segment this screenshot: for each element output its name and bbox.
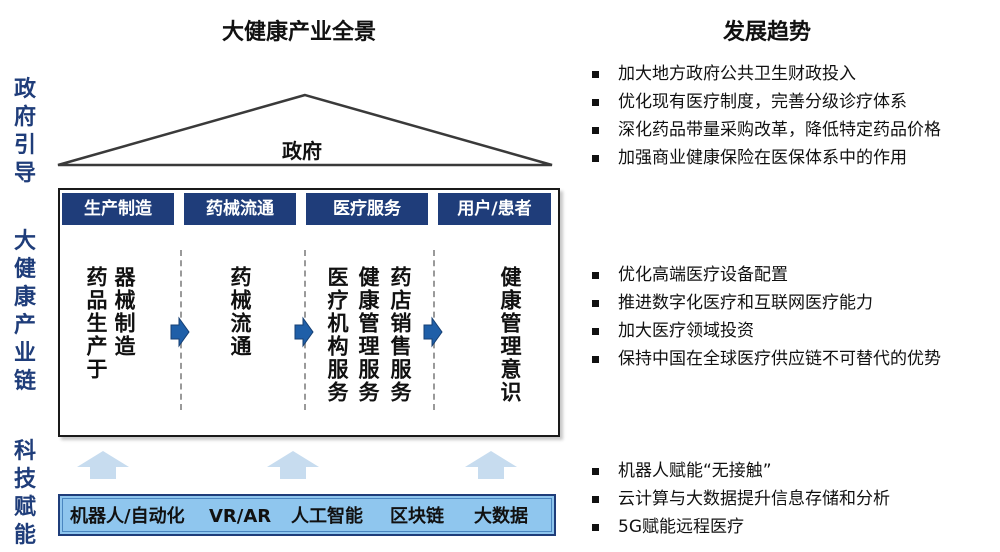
header-distribution: 药械流通 xyxy=(184,193,296,225)
column-medical-text-3: 医疗机构服务 xyxy=(325,266,349,404)
column-distribution-text: 药械流通 xyxy=(228,266,252,358)
header-user-patient: 用户/患者 xyxy=(438,193,551,225)
side-label-government-guide: 政 府 引 导 xyxy=(13,77,36,186)
list-item: 机器人赋能“无接触” xyxy=(592,457,890,485)
tech-bar xyxy=(58,494,556,536)
side-label-tech-empower: 科 技 赋 能 xyxy=(13,439,36,548)
list-item: 加大医疗领域投资 xyxy=(592,317,941,345)
list-item: 优化高端医疗设备配置 xyxy=(592,261,941,289)
trends-heading: 发展趋势 xyxy=(723,20,812,45)
up-arrow-icon xyxy=(77,451,129,479)
tech-item-big-data: 大数据 xyxy=(474,506,528,527)
column-production-text-2: 药品生产于 xyxy=(84,266,108,381)
column-production-text-1: 器械制造 xyxy=(112,266,136,358)
header-production: 生产制造 xyxy=(62,193,174,225)
roof-label: 政府 xyxy=(282,139,322,163)
list-item: 深化药品带量采购改革，降低特定药品价格 xyxy=(592,116,941,144)
tech-item-blockchain: 区块链 xyxy=(390,506,444,527)
government-roof xyxy=(57,93,553,167)
list-item: 推进数字化医疗和互联网医疗能力 xyxy=(592,289,941,317)
column-user-text: 健康管理意识 xyxy=(498,266,522,404)
tech-item-robotics: 机器人/自动化 xyxy=(70,506,185,527)
header-medical-service: 医疗服务 xyxy=(306,193,428,225)
up-arrow-icon xyxy=(267,451,319,479)
up-arrow-icon xyxy=(465,451,517,479)
chain-arrow-right-icon xyxy=(423,316,443,348)
list-item: 优化现有医疗制度，完善分级诊疗体系 xyxy=(592,88,941,116)
side-label-industry-chain: 大 健 康 产 业 链 xyxy=(13,229,36,394)
column-medical-text-1: 药店销售服务 xyxy=(388,266,412,404)
chain-arrow-right-icon xyxy=(170,316,190,348)
list-item: 加强商业健康保险在医保体系中的作用 xyxy=(592,144,941,172)
trend-list-industry: 优化高端医疗设备配置 推进数字化医疗和互联网医疗能力 加大医疗领域投资 保持中国… xyxy=(592,261,941,373)
tech-item-vr-ar: VR/AR xyxy=(209,506,272,527)
list-item: 保持中国在全球医疗供应链不可替代的优势 xyxy=(592,345,941,373)
trend-list-tech: 机器人赋能“无接触” 云计算与大数据提升信息存储和分析 5G赋能远程医疗 xyxy=(592,457,890,541)
chain-arrow-right-icon xyxy=(294,316,314,348)
list-item: 5G赋能远程医疗 xyxy=(592,513,890,541)
industry-chain-frame xyxy=(58,188,560,437)
list-item: 云计算与大数据提升信息存储和分析 xyxy=(592,485,890,513)
trend-list-government: 加大地方政府公共卫生财政投入 优化现有医疗制度，完善分级诊疗体系 深化药品带量采… xyxy=(592,60,941,172)
column-medical-text-2: 健康管理服务 xyxy=(356,266,380,404)
tech-item-ai: 人工智能 xyxy=(291,506,363,527)
tech-bar-inner xyxy=(62,498,552,532)
panorama-heading: 大健康产业全景 xyxy=(222,20,377,45)
list-item: 加大地方政府公共卫生财政投入 xyxy=(592,60,941,88)
